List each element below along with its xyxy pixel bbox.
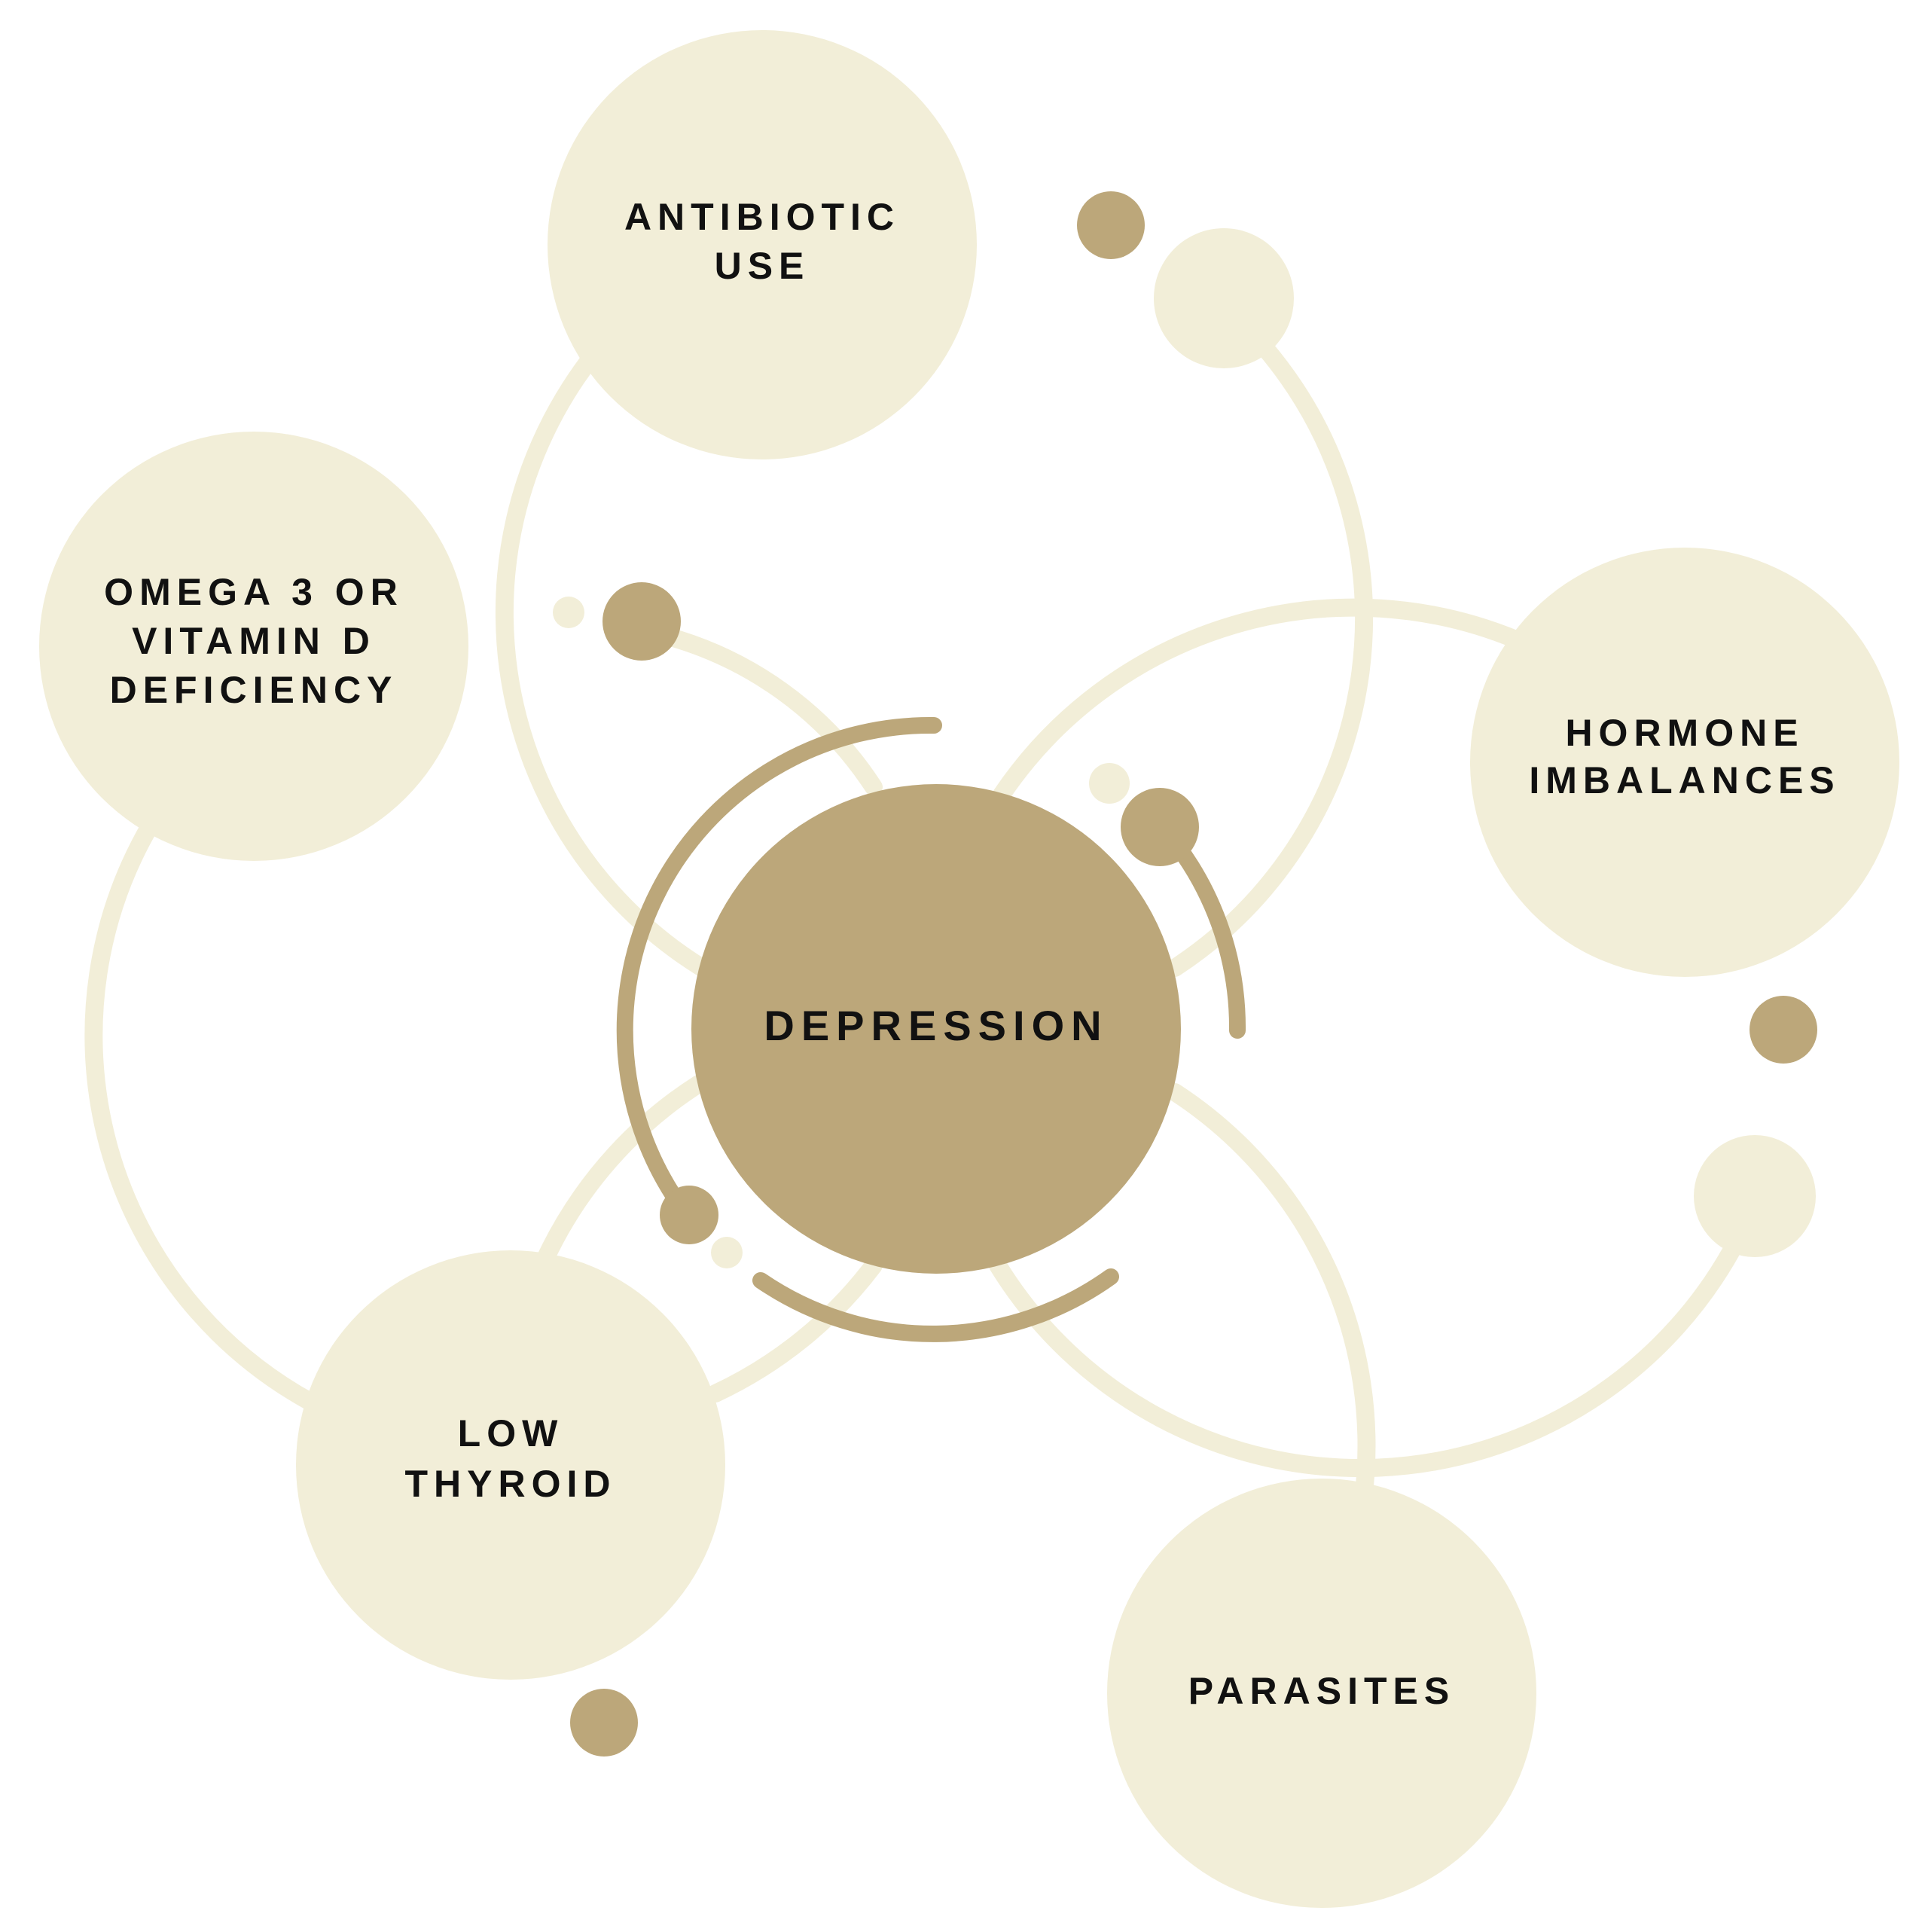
light-dot-tiny-center (1089, 763, 1130, 804)
arc-antibiotic-depression (495, 349, 766, 1006)
antibiotic-circle (548, 30, 977, 459)
antibiotic-label-line1: ANTIBIOTIC (624, 196, 900, 238)
factor-omega: OMEGA 3 OR VITAMIN D DEFICIENCY (39, 432, 468, 861)
thyroid-label-line2: THYROID (405, 1463, 617, 1505)
arc-small-left-dot-depression (654, 626, 883, 796)
thyroid-label-line1: LOW (458, 1412, 564, 1454)
gold-dot-top (1077, 191, 1145, 259)
light-dot-top-right (1154, 228, 1294, 368)
arc-thyroid-depression-lower (706, 1256, 883, 1402)
omega-circle (39, 432, 468, 861)
hormone-circle (1470, 548, 1899, 977)
decorative-dots (553, 191, 1817, 1757)
arc-thyroid-depression (533, 1061, 732, 1274)
arc-right-dot-hormone (1166, 337, 1374, 977)
antibiotic-label-line2: USE (715, 245, 810, 287)
omega-label-line3: DEFICIENCY (110, 669, 398, 711)
arc-depression-parasites (1166, 1083, 1376, 1508)
factor-antibiotic: ANTIBIOTIC USE (548, 30, 977, 459)
gold-dot-bottom (570, 1689, 638, 1757)
gold-arc-left (616, 716, 942, 1221)
connector-arcs (84, 337, 1749, 1508)
omega-label-line1: OMEGA 3 OR (104, 571, 404, 613)
depression-circle (691, 784, 1181, 1274)
gold-dot-far-right (1750, 996, 1817, 1064)
gold-dot-lower-left (660, 1186, 718, 1244)
factor-parasites: PARASITES (1107, 1479, 1536, 1908)
hormone-label-line2: IMBALANCES (1529, 759, 1840, 801)
omega-label-line2: VITAMIN D (132, 620, 376, 662)
parasites-circle (1107, 1479, 1536, 1908)
arc-lower-right-loop (989, 1226, 1749, 1478)
gold-arc-bottom (752, 1268, 1119, 1342)
gold-dot-center-right (1121, 788, 1199, 866)
center-node: DEPRESSION (691, 784, 1181, 1274)
gold-dot-left (602, 582, 681, 661)
factor-thyroid: LOW THYROID (296, 1250, 725, 1680)
factor-hormone: HORMONE IMBALANCES (1470, 548, 1899, 977)
arc-omega-thyroid (84, 816, 318, 1410)
light-dot-bottom-right (1694, 1135, 1816, 1257)
parasites-label: PARASITES (1188, 1670, 1455, 1712)
hormone-label-line1: HORMONE (1565, 712, 1804, 754)
thyroid-circle (296, 1250, 725, 1680)
light-dot-tiny-left (553, 597, 584, 628)
light-dot-tiny-lower (711, 1237, 743, 1268)
arc-hormone-depression (993, 598, 1527, 804)
depression-label: DEPRESSION (764, 1002, 1108, 1049)
